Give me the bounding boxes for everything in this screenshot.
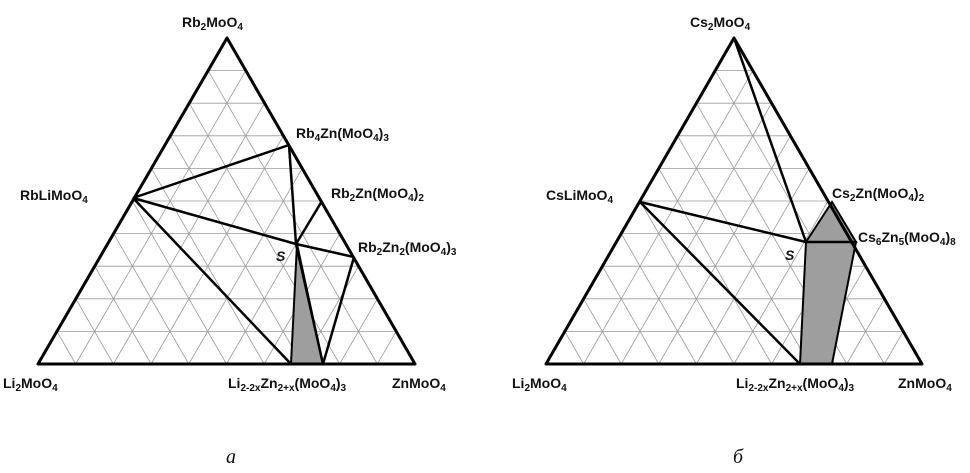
grid-line (733, 200, 829, 365)
tie-line (639, 201, 801, 365)
tie-line (294, 200, 324, 245)
grid-line (113, 102, 265, 365)
vertex-left-a: Li2MoO4 (3, 375, 58, 394)
point-label-s-b: S (785, 247, 795, 263)
phase-label-cs6zn5-moo4-8: Cs6Zn5(MoO4)8 (858, 229, 956, 248)
phase-label-li-zn-moo4-3: Li2-2xZn2+x(MoO4)3 (228, 375, 347, 394)
triangle-frame-b (544, 36, 924, 366)
tie-line (132, 196, 297, 246)
vertex-top-a: Rb2MoO4 (182, 14, 243, 33)
vertex-top-b: Cs2MoO4 (690, 14, 751, 33)
tie-line (295, 242, 355, 259)
phase-label-rblimoo4: RbLiMoO4 (20, 187, 88, 206)
grid-b (564, 70, 904, 365)
grid-line (564, 331, 584, 365)
grid-line (94, 266, 152, 365)
grid-line (658, 135, 791, 365)
tie-line (732, 37, 808, 243)
grid-a (56, 70, 397, 365)
grid-line (56, 331, 77, 365)
triangle-frame-a (36, 36, 417, 366)
grid-line (884, 331, 904, 365)
grid-line (714, 70, 885, 365)
vertex-right-b: ZnMoO4 (898, 375, 952, 394)
phase-label-li-zn-moo4-3-b: Li2-2xZn2+x(MoO4)3 (736, 375, 855, 394)
grid-line (602, 266, 660, 365)
tie-line (132, 197, 292, 365)
grid-line (207, 70, 378, 365)
ternary-diagram-a: Rb2MoO4 Li2MoO4 ZnMoO4 RbLiMoO4 Rb4Zn(Mo… (3, 14, 457, 468)
shaded-field-b-lower (798, 241, 858, 365)
tie-lines-b (639, 37, 856, 365)
phase-label-rb2zn2-moo4-3: Rb2Zn2(MoO4)3 (358, 239, 457, 258)
tie-line (132, 143, 290, 200)
grid-line (169, 135, 303, 365)
grid-line (677, 135, 810, 365)
phase-label-cs2zn-moo4-2: Cs2Zn(MoO4)2 (832, 185, 925, 204)
tie-lines-a (132, 143, 356, 365)
grid-line (75, 70, 247, 365)
grid-line (620, 103, 772, 365)
phase-label-rb2zn-moo4-2: Rb2Zn(MoO4)2 (331, 185, 424, 204)
phase-label-rb4zn-moo4-3: Rb4Zn(MoO4)3 (296, 125, 389, 144)
grid-line (132, 200, 227, 365)
tie-line (287, 144, 298, 245)
grid-line (376, 331, 397, 365)
ternary-diagram-b: Cs2MoO4 Li2MoO4 ZnMoO4 CsLiMoO4 Cs2Zn(Mo… (512, 14, 956, 468)
grid-line (150, 135, 284, 365)
tie-line (321, 256, 356, 365)
point-label-s-a: S (276, 248, 286, 264)
vertex-right-a: ZnMoO4 (392, 375, 446, 394)
grid-line (639, 200, 735, 365)
grid-line (583, 70, 754, 365)
caption-b: б (733, 446, 744, 468)
vertex-left-b: Li2MoO4 (512, 375, 567, 394)
tie-line (639, 200, 807, 244)
caption-a: а (226, 446, 236, 468)
phase-label-cslimoo4: CsLiMoO4 (546, 187, 613, 206)
tie-line (294, 243, 325, 365)
